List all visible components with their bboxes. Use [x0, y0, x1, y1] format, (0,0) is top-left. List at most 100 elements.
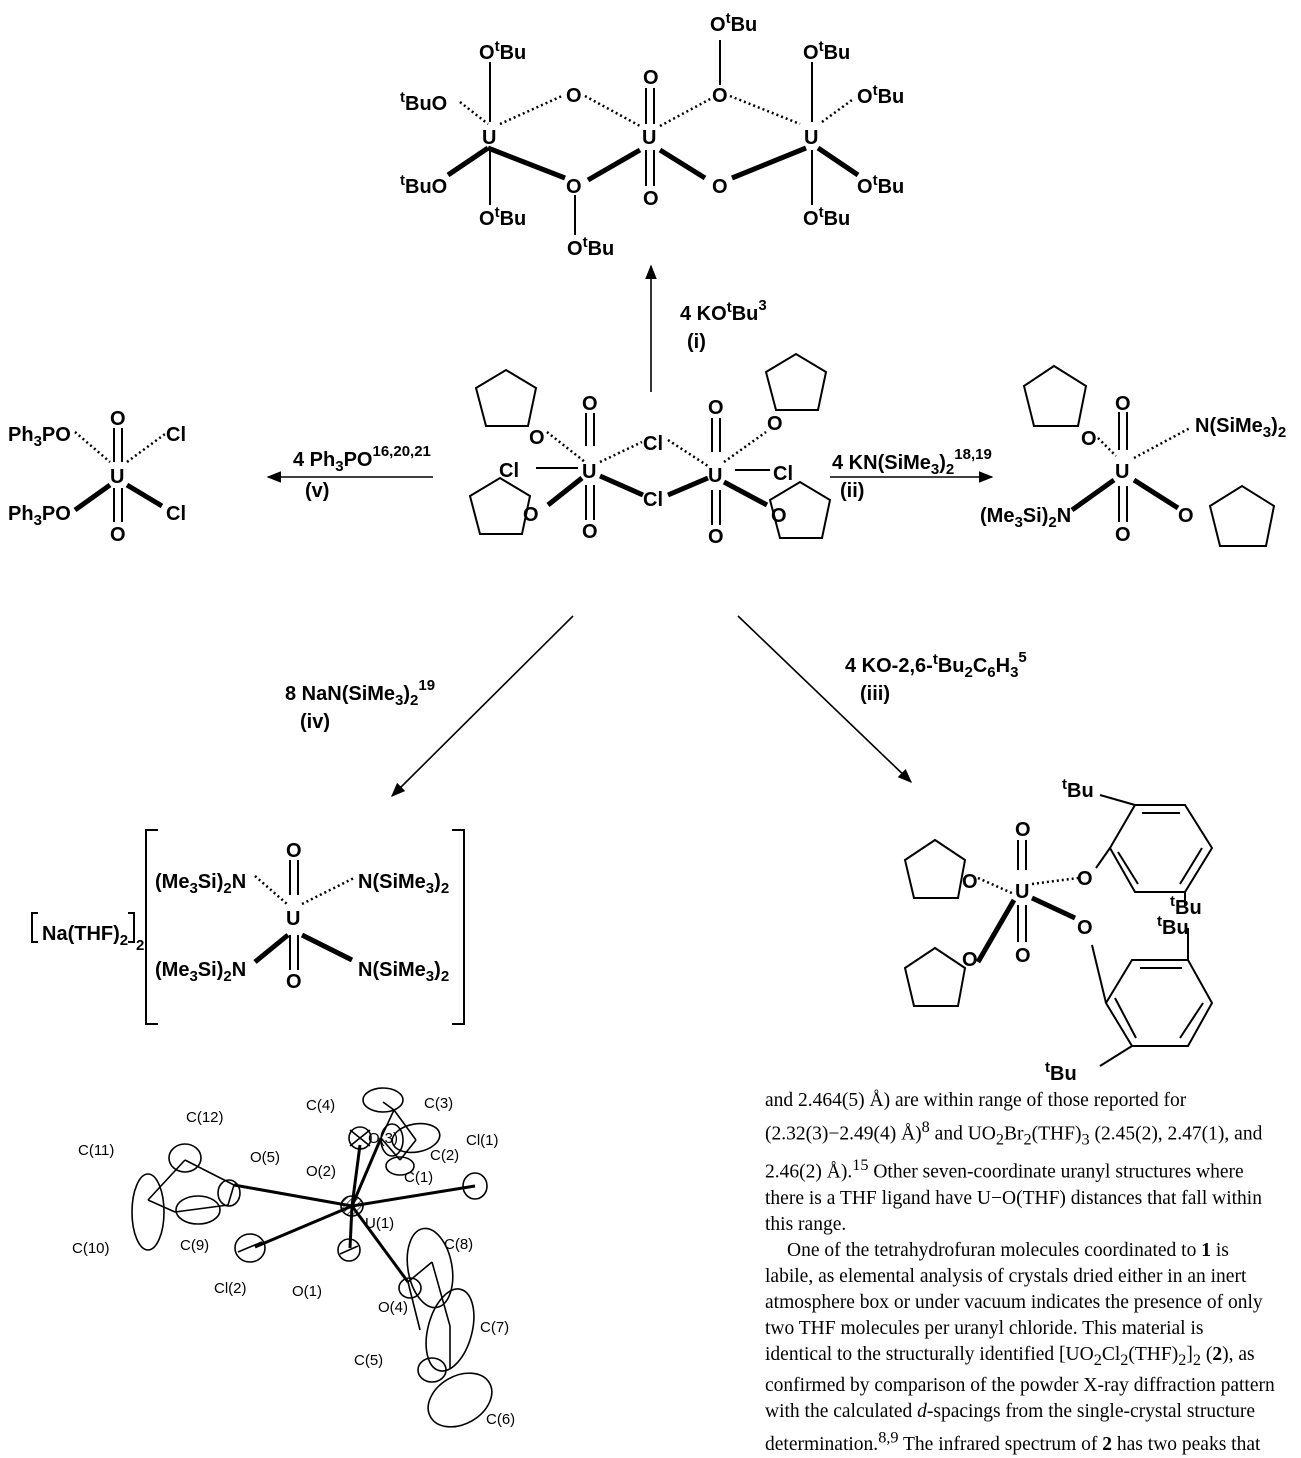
svg-text:4 KN(SiMe3)218,19: 4 KN(SiMe3)218,19 — [832, 446, 992, 478]
ortep-atom-label: C(7) — [480, 1319, 509, 1336]
svg-text:(iii): (iii) — [860, 683, 890, 705]
ortep-atom-label: Cl(2) — [214, 1280, 247, 1297]
svg-text:O: O — [1015, 945, 1031, 967]
svg-text:Na(THF)2: Na(THF)2 — [42, 923, 128, 949]
svg-text:4 Ph3PO16,20,21: 4 Ph3PO16,20,21 — [293, 443, 431, 475]
svg-text:O: O — [1081, 428, 1097, 450]
svg-text:O: O — [566, 176, 582, 198]
bottom-right-product-labels: O U O O O O O tBu tBu tBu tBu — [962, 776, 1202, 1085]
svg-text:O: O — [708, 526, 724, 548]
svg-text:O: O — [767, 413, 783, 435]
svg-text:(Me3Si)2N: (Me3Si)2N — [155, 871, 246, 897]
svg-text:U: U — [1115, 461, 1129, 483]
svg-text:U: U — [482, 127, 496, 149]
svg-text:U: U — [1015, 881, 1029, 903]
ortep-atom-label: C(12) — [186, 1109, 224, 1126]
ortep-atom-label: Cl(1) — [466, 1132, 499, 1149]
arrow-iii — [737, 615, 913, 783]
svg-text:O: O — [110, 524, 126, 546]
right-product-labels: O U O O O N(SiMe3)2 (Me3Si)2N — [980, 393, 1286, 546]
svg-text:O: O — [110, 408, 126, 430]
ortep-atom-label: C(1) — [404, 1169, 433, 1186]
svg-text:(Me3Si)2N: (Me3Si)2N — [980, 505, 1071, 531]
ortep-atom-label: O(1) — [292, 1283, 322, 1300]
svg-text:O: O — [771, 505, 787, 527]
ortep-atom-label: C(3) — [424, 1095, 453, 1112]
svg-text:O: O — [1077, 868, 1093, 890]
svg-text:O: O — [712, 85, 728, 107]
ortep-labels: C(4)C(3)C(12)C(2)C(11)O(5)O(3)Cl(1)O(2)C… — [72, 1095, 515, 1428]
svg-text:(i): (i) — [687, 331, 706, 353]
svg-text:O: O — [643, 188, 659, 210]
svg-text:O: O — [1115, 393, 1131, 415]
svg-text:OtBu: OtBu — [857, 172, 904, 198]
svg-text:Ph3PO: Ph3PO — [8, 424, 71, 450]
center-reactant-structure — [468, 352, 832, 539]
svg-text:O: O — [286, 840, 302, 862]
svg-text:4 KO-2,6-tBu2C6H35: 4 KO-2,6-tBu2C6H35 — [845, 649, 1027, 681]
svg-text:O: O — [712, 176, 728, 198]
ortep-atom-label: C(10) — [72, 1240, 110, 1257]
svg-text:OtBu: OtBu — [479, 204, 526, 230]
svg-text:U: U — [286, 908, 300, 930]
ortep-atom-label: C(8) — [444, 1236, 473, 1253]
svg-text:(iv): (iv) — [300, 711, 330, 733]
ortep-atom-label: C(4) — [306, 1097, 335, 1114]
ortep-atom-label: O(5) — [250, 1149, 280, 1166]
svg-text:tBu: tBu — [1157, 913, 1189, 939]
svg-text:O: O — [566, 85, 582, 107]
svg-text:O: O — [582, 393, 598, 415]
ortep-atom-label: O(4) — [378, 1299, 408, 1316]
svg-text:OtBu: OtBu — [857, 82, 904, 108]
svg-text:O: O — [582, 521, 598, 543]
svg-text:O: O — [1015, 819, 1031, 841]
svg-text:O: O — [708, 397, 724, 419]
svg-text:U: U — [804, 127, 818, 149]
svg-text:N(SiMe3)2: N(SiMe3)2 — [1195, 415, 1286, 441]
paragraph-2: One of the tetrahydrofuran molecules coo… — [765, 1239, 1275, 1456]
svg-text:U: U — [110, 466, 124, 488]
right-product-structure — [1022, 364, 1276, 547]
ortep-atom-label: O(2) — [306, 1163, 336, 1180]
svg-text:Ph3PO: Ph3PO — [8, 503, 71, 529]
svg-text:U: U — [642, 127, 656, 149]
svg-text:tBu: tBu — [1062, 776, 1094, 802]
svg-text:U: U — [708, 465, 722, 487]
svg-text:Cl: Cl — [643, 489, 663, 511]
svg-text:O: O — [1077, 917, 1093, 939]
svg-text:(Me3Si)2N: (Me3Si)2N — [155, 959, 246, 985]
svg-text:O: O — [643, 67, 659, 89]
svg-text:Cl: Cl — [773, 463, 793, 485]
reagent-v: 4 Ph3PO16,20,21 (v) — [293, 443, 431, 502]
reagent-iv: 8 NaN(SiMe3)219 (iv) — [285, 677, 435, 733]
reaction-arrows — [266, 264, 994, 798]
bottom-left-product-labels: Na(THF)2 2 O U O (Me3Si)2N (Me3Si)2N N(S… — [42, 840, 449, 993]
svg-text:OtBu: OtBu — [710, 10, 757, 36]
top-product-structure — [446, 40, 860, 235]
ortep-atom-label: C(5) — [354, 1352, 383, 1369]
svg-text:O: O — [523, 504, 539, 526]
ortep-atom-label: O(3) — [368, 1130, 398, 1147]
left-product-structure — [73, 428, 166, 522]
reagent-ii: 4 KN(SiMe3)218,19 (ii) — [832, 446, 992, 502]
body-text: and 2.464(5) Å) are within range of thos… — [765, 1088, 1301, 1458]
top-product-labels: OtBu tBuO U tBuO OtBu O O O U O O O OtBu… — [400, 10, 904, 260]
svg-text:U: U — [582, 461, 596, 483]
paragraph-1: and 2.464(5) Å) are within range of thos… — [765, 1090, 1263, 1235]
center-reactant-labels: O U O Cl O O Cl Cl O U O Cl O O — [499, 393, 793, 548]
svg-text:O: O — [1115, 524, 1131, 546]
svg-text:tBuO: tBuO — [400, 172, 447, 198]
svg-text:OtBu: OtBu — [803, 204, 850, 230]
svg-text:O: O — [286, 971, 302, 993]
arrow-iv — [390, 615, 574, 798]
reagent-iii: 4 KO-2,6-tBu2C6H35 (iii) — [845, 649, 1027, 705]
ortep-atom-label: C(9) — [180, 1237, 209, 1254]
svg-text:O: O — [1178, 505, 1194, 527]
svg-text:(ii): (ii) — [840, 480, 864, 502]
svg-text:Cl: Cl — [166, 424, 186, 446]
svg-text:2: 2 — [136, 937, 144, 954]
svg-text:(v): (v) — [305, 480, 329, 502]
ortep-atom-label: U(1) — [365, 1215, 394, 1232]
svg-text:8 NaN(SiMe3)219: 8 NaN(SiMe3)219 — [285, 677, 435, 709]
